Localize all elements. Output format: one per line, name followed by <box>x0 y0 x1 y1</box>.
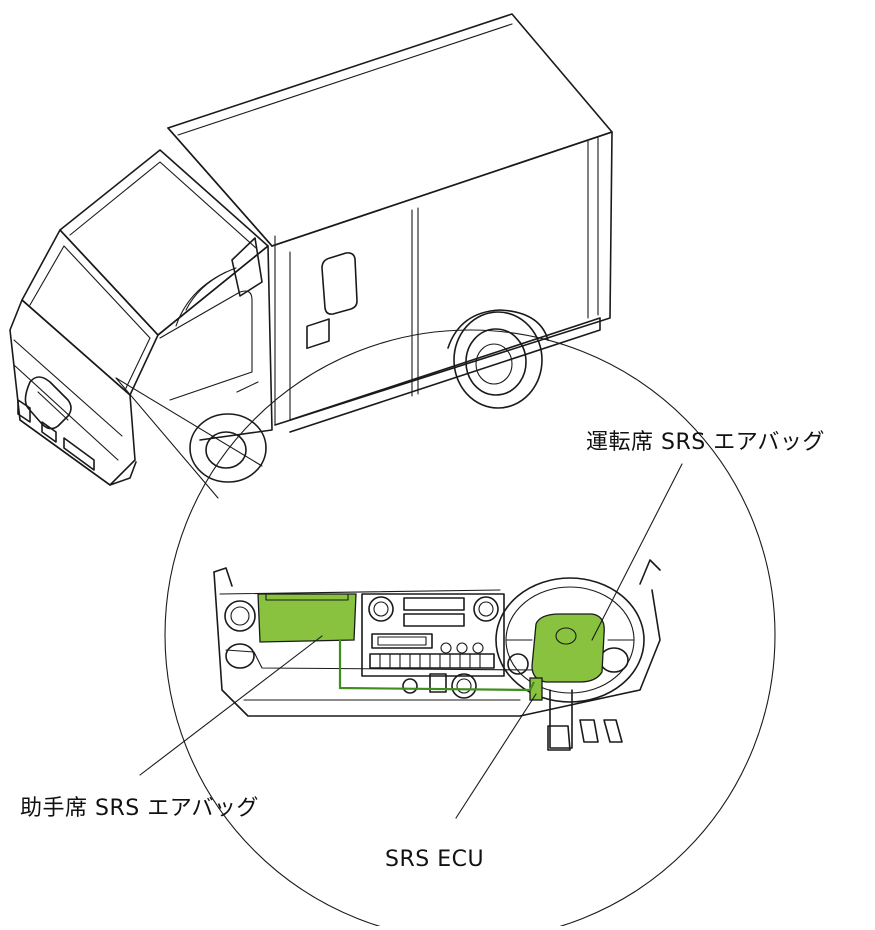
ecu-label: SRS ECU <box>385 847 485 872</box>
driver-airbag-highlight <box>531 613 605 683</box>
passenger-airbag-label: 助手席 SRS エアバッグ <box>20 796 259 821</box>
leader-lines <box>139 463 683 819</box>
passenger-airbag-leader <box>139 635 323 776</box>
passenger-airbag-highlight <box>257 593 357 643</box>
truck-illustration <box>9 13 613 486</box>
magnifier-callout <box>115 329 776 930</box>
ecu-leader <box>455 693 537 819</box>
ecu-highlight <box>529 677 543 701</box>
driver-airbag-label: 運転席 SRS エアバッグ <box>586 430 825 455</box>
dashboard-illustration <box>213 559 661 751</box>
driver-airbag-leader <box>591 463 683 641</box>
